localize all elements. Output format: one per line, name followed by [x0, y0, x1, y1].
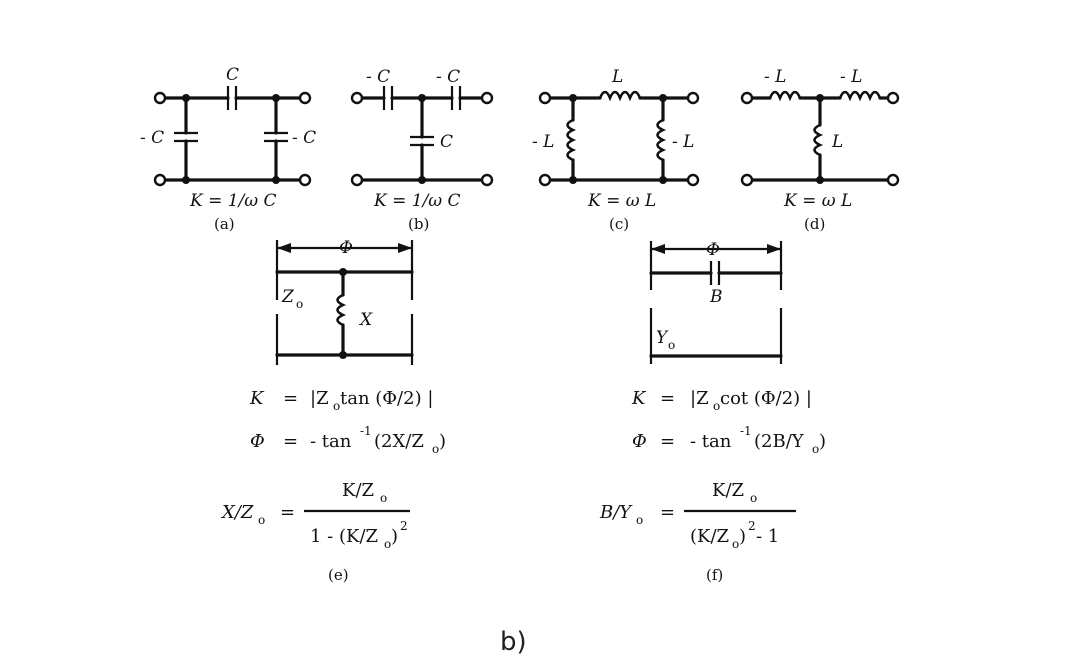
eq3-den-tail: - 1: [756, 526, 779, 547]
eq2-close: ): [819, 431, 826, 452]
susceptance-label: B: [709, 287, 723, 307]
k-expression: K = ω L: [587, 191, 656, 211]
k-expression: K = 1/ω C: [373, 191, 461, 211]
circuit-f: Φ B Y o K = |Z o cot (Φ/2) | Φ = - tan -…: [599, 240, 826, 584]
eq1-equals: =: [283, 388, 298, 409]
series-left-label: - L: [764, 67, 786, 87]
eq2-equals: =: [660, 431, 675, 452]
eq3-den-close: ): [739, 526, 746, 547]
eq1-sub: o: [713, 399, 720, 413]
eq1-equals: =: [660, 388, 675, 409]
eq2-equals: =: [283, 431, 298, 452]
circuit-c: L - L - L K = ω L (c): [532, 67, 700, 233]
eq3-lhs-sub: o: [258, 513, 265, 527]
circuit-d: - L - L L K = ω L (d): [740, 67, 900, 233]
terminal: [298, 173, 312, 187]
shunt-right-label: - L: [672, 132, 694, 152]
shunt-right-label: - C: [292, 128, 316, 148]
caption-c: (c): [609, 215, 629, 233]
caption-b: (b): [408, 215, 429, 233]
eq3-num: K/Z: [712, 480, 744, 501]
circuit-a: C - C - C K = 1/ω C (a): [140, 65, 316, 233]
eq2-rhs: - tan: [690, 431, 732, 452]
eq2-rhs: - tan: [310, 431, 352, 452]
caption-f: (f): [706, 566, 723, 584]
eq3-num: K/Z: [342, 480, 374, 501]
eq1-tail: cot (Φ/2) |: [720, 388, 812, 409]
terminal: [153, 173, 167, 187]
eq3-lhs-sub: o: [636, 513, 643, 527]
eq2-sub: o: [432, 442, 439, 456]
shunt-label: C: [440, 132, 453, 152]
eq1-rhs: |Z: [310, 388, 329, 409]
figure-label: b): [500, 627, 527, 657]
eq2-lhs: Φ: [632, 431, 647, 452]
k-expression: K = 1/ω C: [189, 191, 277, 211]
terminal: [153, 91, 167, 105]
eq3-equals: =: [660, 502, 675, 523]
impedance-label: Z: [281, 287, 295, 307]
eq1-sub: o: [333, 399, 340, 413]
eq3-lhs: X/Z: [220, 502, 254, 523]
series-ind-label: L: [611, 67, 623, 87]
shunt-left-label: - L: [532, 132, 554, 152]
eq3-den: 1 - (K/Z: [310, 526, 378, 547]
eq3-equals: =: [280, 502, 295, 523]
admittance-sub: o: [668, 338, 675, 352]
series-left-label: - C: [366, 67, 390, 87]
eq2-sup: -1: [740, 424, 752, 438]
eq1-rhs: |Z: [690, 388, 709, 409]
impedance-sub: o: [296, 297, 303, 311]
eq2-tail: (2X/Z: [374, 431, 424, 452]
eq3-den-sub: o: [732, 537, 739, 551]
eq2-sup: -1: [360, 424, 372, 438]
eq1-lhs: K: [249, 388, 265, 409]
caption-d: (d): [804, 215, 825, 233]
shunt-label: L: [831, 132, 843, 152]
eq3-sup: 2: [400, 519, 408, 533]
eq1-lhs: K: [631, 388, 647, 409]
eq3-den-close: ): [391, 526, 398, 547]
eq3-den: (K/Z: [690, 526, 729, 547]
eq2-tail: (2B/Y: [754, 431, 805, 452]
caption-a: (a): [214, 215, 235, 233]
phase-label: Φ: [339, 238, 353, 258]
series-cap-label: C: [226, 65, 239, 85]
eq3-den-sub: o: [384, 537, 391, 551]
terminal: [298, 91, 312, 105]
k-expression: K = ω L: [783, 191, 852, 211]
eq3-sup: 2: [748, 519, 756, 533]
shunt-left-label: - C: [140, 128, 164, 148]
eq3-num-sub: o: [380, 491, 387, 505]
eq3-num-sub: o: [750, 491, 757, 505]
circuit-e: Φ Z o X K = |Z o tan (Φ/2) | Φ = - tan -…: [220, 238, 446, 584]
inductor-coil: [598, 90, 642, 102]
eq2-close: ): [439, 431, 446, 452]
eq2-lhs: Φ: [250, 431, 265, 452]
phase-label: Φ: [706, 240, 720, 260]
series-right-label: - C: [436, 67, 460, 87]
admittance-label: Y: [656, 328, 669, 348]
series-right-label: - L: [840, 67, 862, 87]
eq2-sub: o: [812, 442, 819, 456]
reactance-label: X: [358, 310, 373, 330]
caption-e: (e): [328, 566, 349, 584]
eq1-tail: tan (Φ/2) |: [340, 388, 433, 409]
circuit-b: - C - C C K = 1/ω C (b): [350, 67, 494, 233]
eq3-lhs: B/Y: [599, 502, 633, 523]
